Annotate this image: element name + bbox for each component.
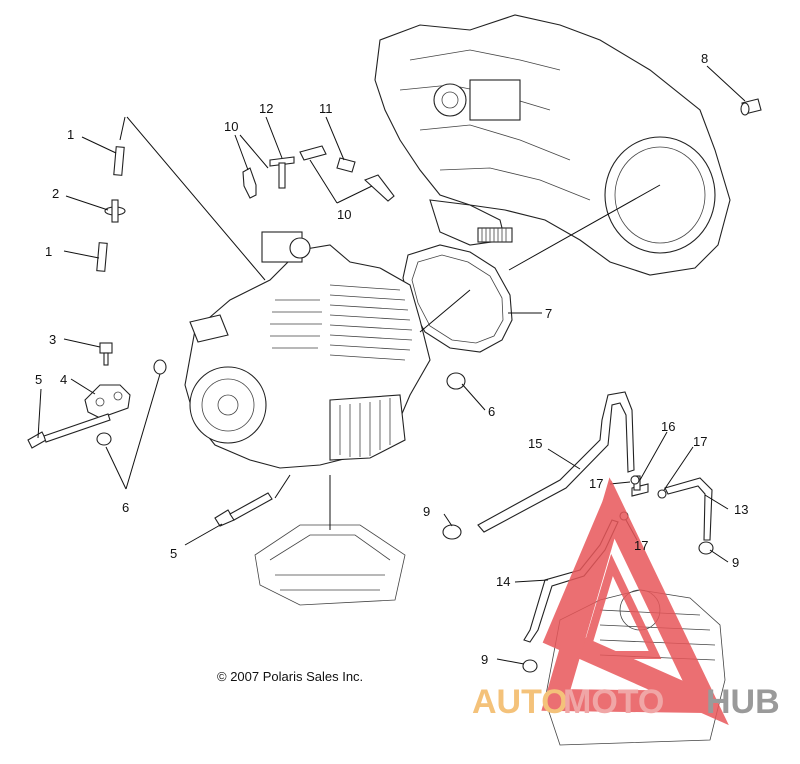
watermark-logo bbox=[541, 477, 729, 726]
watermark-text: AUTO MOTO HUB bbox=[472, 683, 780, 721]
callout-8: 8 bbox=[701, 51, 708, 66]
bolt-part-5-lower bbox=[214, 492, 273, 527]
callout-12: 12 bbox=[259, 101, 273, 116]
callout-9: 9 bbox=[423, 504, 430, 519]
hose-part-10-left bbox=[242, 167, 257, 199]
callout-6: 6 bbox=[122, 500, 129, 515]
transmission-housing bbox=[374, 14, 731, 276]
callout-9: 9 bbox=[732, 555, 739, 570]
nut-part-6-right bbox=[446, 372, 466, 390]
callout-labels: 1 2 1 3 4 5 6 5 10 12 11 10 8 7 6 9 15 1… bbox=[35, 51, 748, 667]
callout-6: 6 bbox=[488, 404, 495, 419]
frame-skid bbox=[254, 524, 406, 606]
bracket-part-4 bbox=[84, 384, 131, 419]
callout-16: 16 bbox=[661, 419, 675, 434]
plug-part-8 bbox=[740, 98, 762, 116]
watermark-moto: MOTO bbox=[563, 683, 664, 721]
pin-part-1-upper bbox=[113, 146, 125, 176]
callout-13: 13 bbox=[734, 502, 748, 517]
callout-2: 2 bbox=[52, 186, 59, 201]
leader-lines bbox=[37, 65, 746, 665]
hose-part-13 bbox=[664, 477, 713, 541]
watermark-hub: HUB bbox=[706, 683, 780, 721]
callout-5: 5 bbox=[170, 546, 177, 561]
valve-part-11 bbox=[336, 157, 356, 173]
callout-17: 17 bbox=[693, 434, 707, 449]
callout-1: 1 bbox=[67, 127, 74, 142]
callout-7: 7 bbox=[545, 306, 552, 321]
hose-part-10-mid bbox=[299, 145, 327, 161]
bolt-part-5-left bbox=[27, 413, 111, 449]
cap-part-9-left bbox=[442, 524, 462, 540]
callout-10: 10 bbox=[337, 207, 351, 222]
callout-1: 1 bbox=[45, 244, 52, 259]
watermark-auto: AUTO bbox=[472, 683, 568, 721]
callout-15: 15 bbox=[528, 436, 542, 451]
hose-part-10-right bbox=[363, 174, 395, 202]
engine-assembly bbox=[184, 231, 431, 469]
copyright-text: © 2007 Polaris Sales Inc. bbox=[217, 669, 363, 684]
nut-part-6-left bbox=[96, 359, 167, 446]
callout-17: 17 bbox=[634, 538, 648, 553]
callout-14: 14 bbox=[496, 574, 510, 589]
pin-part-1-lower bbox=[96, 242, 108, 272]
callout-3: 3 bbox=[49, 332, 56, 347]
callout-11: 11 bbox=[319, 101, 333, 116]
callout-9: 9 bbox=[481, 652, 488, 667]
callout-4: 4 bbox=[60, 372, 67, 387]
callout-5: 5 bbox=[35, 372, 42, 387]
cap-part-9-lower bbox=[522, 659, 538, 673]
bolt-part-3 bbox=[99, 342, 113, 366]
tee-part-12 bbox=[269, 156, 295, 189]
hose-part-15 bbox=[477, 391, 635, 533]
fitting-part-2 bbox=[104, 199, 126, 223]
callout-10: 10 bbox=[224, 119, 238, 134]
callout-17: 17 bbox=[589, 476, 603, 491]
cap-part-9-right bbox=[698, 541, 714, 555]
